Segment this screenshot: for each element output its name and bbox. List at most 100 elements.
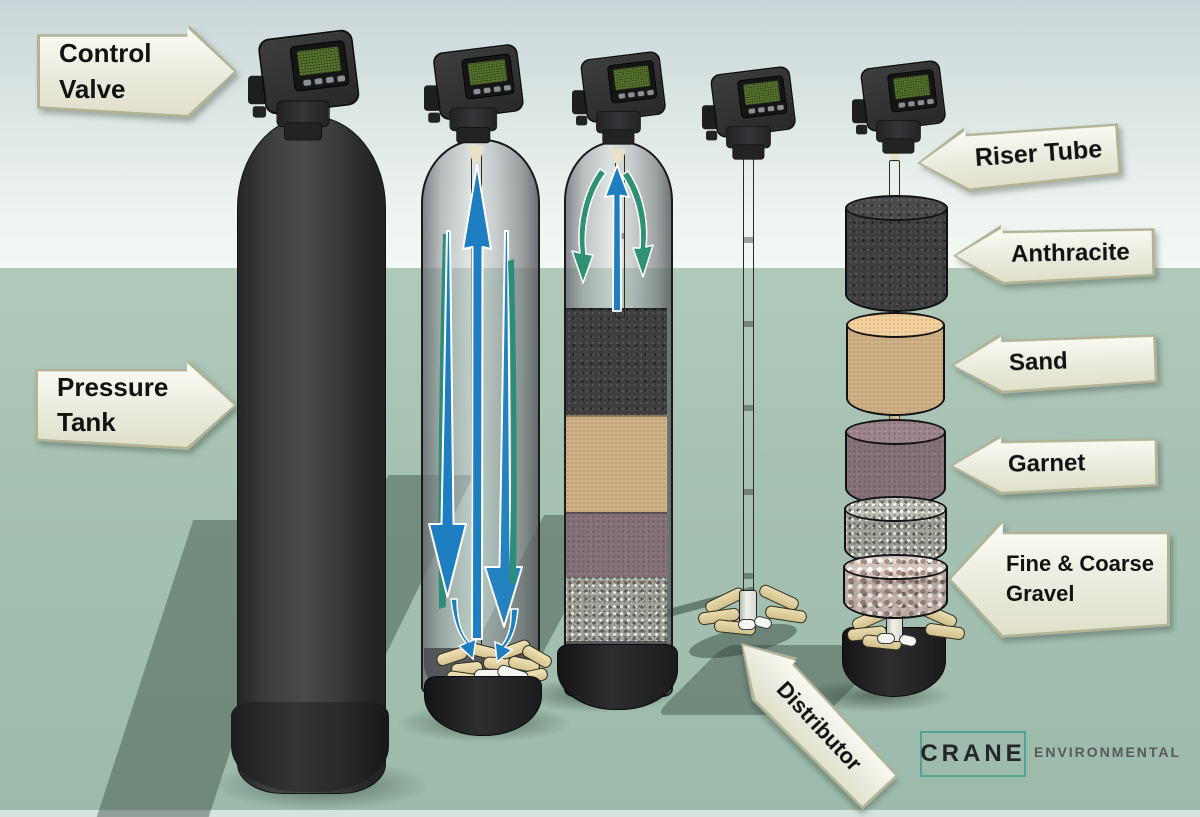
control-valve-unit — [572, 50, 682, 167]
valve-button-dot — [766, 105, 776, 113]
callout-garnet: Garnet — [949, 432, 1158, 496]
distributor-lateral — [877, 633, 895, 644]
valve-lcd-display — [296, 46, 342, 76]
valve-screen-bezel — [736, 74, 788, 119]
cylinder-top-face — [844, 496, 947, 522]
callout-label: Garnet — [1007, 449, 1086, 478]
downflow-arrow-icon — [484, 230, 523, 628]
valve-body — [424, 43, 525, 144]
callout-fine-coarse-gravel: Fine & Coarse Gravel — [948, 520, 1170, 638]
callout-label: Pressure Tank — [57, 371, 169, 437]
garnet-layer — [566, 512, 667, 579]
callout-anthracite: Anthracite — [952, 222, 1155, 286]
valve-button-dot — [324, 75, 336, 85]
diffuser-basket — [467, 146, 485, 162]
valve-button-dot — [313, 76, 324, 86]
valve-button-dot — [757, 106, 766, 114]
valve-button-dot — [897, 101, 907, 109]
valve-button-dot — [636, 90, 646, 98]
valve-side-fitting — [706, 130, 718, 141]
valve-lcd-display — [613, 65, 651, 91]
anthracite-cylinder — [845, 195, 948, 312]
valve-collar — [602, 129, 635, 145]
backwash-curve-arrow-icon — [621, 170, 654, 278]
callout-sand: Sand — [950, 328, 1158, 395]
valve-lcd-display — [467, 59, 508, 86]
coarse-gravel-cylinder — [843, 554, 948, 619]
valve-buttons — [897, 97, 935, 109]
valve-button-dot — [776, 103, 785, 112]
floor-edge-strip — [0, 810, 1200, 817]
valve-collar — [456, 127, 491, 144]
flow-arrows-service — [428, 164, 523, 664]
callout-control-valve: Control Valve — [37, 25, 237, 118]
flow-arrows-backwash — [571, 164, 654, 312]
cylinder-top-face — [846, 312, 945, 338]
fine-gravel-cylinder — [844, 496, 947, 566]
valve-side-fitting — [576, 115, 588, 126]
callout-pressure-tank: Pressure Tank — [35, 360, 237, 450]
upflow-arrow-icon — [462, 164, 492, 640]
valve-button-dot — [302, 78, 313, 88]
diffuser-basket — [610, 149, 626, 163]
valve-collar — [882, 138, 915, 154]
valve-screen-bezel — [606, 59, 658, 104]
garnet-cylinder — [845, 419, 946, 506]
sand-layer — [566, 415, 667, 514]
upflow-arrow-icon — [604, 164, 630, 312]
valve-button-dot — [502, 83, 513, 92]
valve-screen-bezel — [461, 53, 515, 100]
control-valve-unit — [702, 65, 812, 182]
sand-cylinder — [846, 312, 945, 416]
valve-body — [702, 65, 797, 160]
valve-button-dot — [916, 99, 926, 107]
valve-button-dot — [492, 85, 502, 93]
valve-button-dot — [336, 74, 347, 83]
tank-base — [557, 644, 678, 710]
callout-label: Anthracite — [1010, 238, 1130, 268]
valve-button-dot — [646, 88, 655, 97]
valve-lcd-display — [743, 80, 781, 106]
callout-label: Control Valve — [59, 38, 152, 104]
valve-buttons — [472, 83, 513, 96]
valve-side-fitting — [252, 106, 267, 118]
cylinder-top-face — [845, 419, 946, 445]
valve-body — [572, 50, 667, 145]
riser-tube — [743, 158, 754, 600]
control-valve-unit — [424, 43, 534, 160]
valve-body — [248, 28, 361, 141]
anthracite-layer — [566, 308, 667, 417]
valve-lcd-display — [893, 74, 931, 100]
valve-collar — [732, 144, 765, 160]
valve-button-dot — [747, 107, 757, 115]
valve-button-dot — [627, 91, 636, 99]
backwash-streak-icon — [508, 259, 517, 584]
downflow-arrow-icon — [428, 230, 467, 598]
valve-button-dot — [482, 86, 492, 95]
callout-label: Fine & Coarse Gravel — [1006, 551, 1154, 606]
valve-button-dot — [907, 100, 916, 108]
valve-side-fitting — [856, 124, 868, 135]
tank-shell — [237, 116, 386, 794]
valve-button-dot — [617, 92, 627, 100]
valve-side-fitting — [428, 112, 441, 123]
inflow-curl-arrow-icon — [494, 608, 519, 664]
valve-collar — [284, 122, 323, 141]
backwash-curve-arrow-icon — [571, 168, 607, 284]
tank-base — [424, 676, 542, 736]
valve-body — [852, 59, 947, 154]
callout-fill — [40, 28, 234, 115]
callout-fill — [38, 363, 234, 447]
valve-buttons — [747, 103, 785, 115]
logo-brand-box: CRANE — [920, 731, 1026, 777]
valve-button-dot — [926, 97, 935, 106]
control-valve-unit — [248, 28, 361, 146]
valve-button-dot — [472, 87, 482, 96]
tank-base-boot — [231, 702, 389, 792]
callout-fill — [951, 523, 1167, 635]
callout-label: Sand — [1008, 347, 1069, 377]
valve-screen-bezel — [289, 39, 350, 92]
valve-buttons — [617, 88, 655, 100]
cylinder-top-face — [843, 554, 948, 580]
